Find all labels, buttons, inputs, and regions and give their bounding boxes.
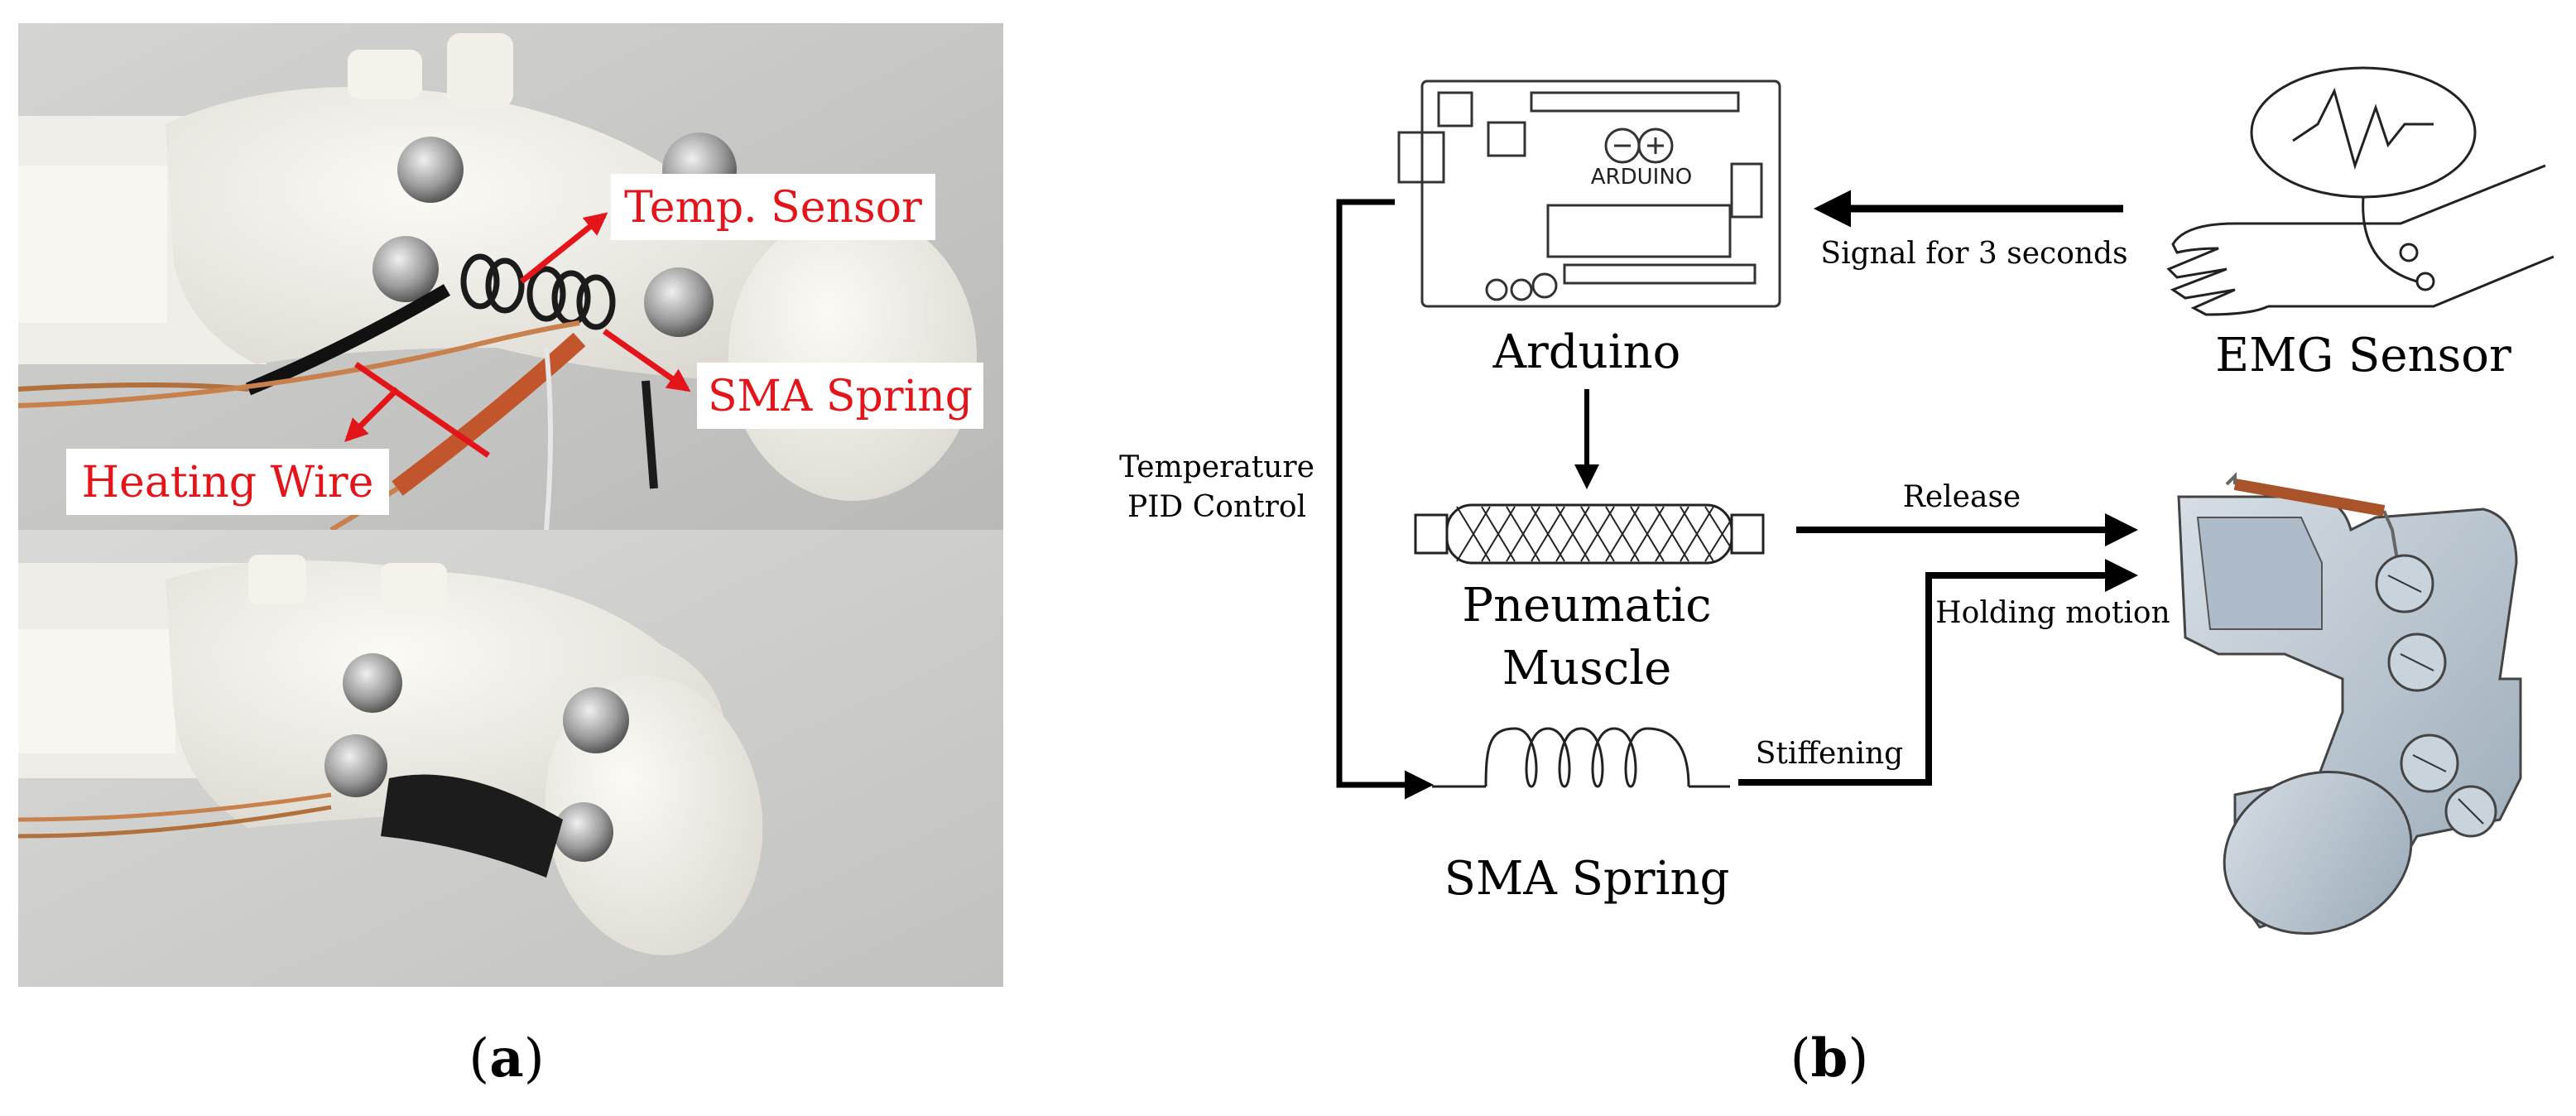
signal-label: Signal for 3 seconds — [1820, 237, 2127, 271]
top-clip — [248, 555, 306, 604]
heat-shrink-sleeve — [381, 774, 563, 878]
sma-spring-figure — [1432, 727, 1730, 788]
screw — [372, 236, 439, 302]
spring-coils — [1484, 727, 1690, 788]
label-text: Temp. Sensor — [624, 183, 922, 233]
label-emg-sensor: EMG Sensor — [2215, 329, 2511, 382]
electrode — [2399, 243, 2419, 262]
arduino-logo-plus — [1637, 127, 1674, 164]
top-clip-2 — [381, 563, 447, 613]
sma-spring-photo — [460, 253, 616, 330]
caption-b-letter: b — [1811, 1027, 1848, 1090]
label-sma-spring: SMA Spring — [697, 363, 983, 429]
pointer-heating-wire-bracket — [354, 362, 490, 458]
arduino-power-jack — [1487, 121, 1526, 157]
arduino-button — [1437, 91, 1473, 127]
caption-b: (b) — [1790, 1027, 1869, 1090]
electrode-wire — [2362, 196, 2418, 283]
red-sleeve — [392, 332, 586, 496]
arduino-icsp — [1730, 162, 1763, 219]
pid-label-line1: Temperature — [1119, 450, 1314, 484]
pointer-sma-spring — [602, 329, 691, 392]
label-heating-wire: Heating Wire — [66, 449, 389, 515]
emg-sensor-figure — [2166, 66, 2554, 316]
finger-base-face — [18, 166, 167, 323]
label-pneumatic-line1: Pneumatic — [1462, 579, 1711, 633]
label-sma-spring: SMA Spring — [1444, 852, 1730, 906]
label-text: SMA Spring — [708, 372, 973, 421]
pid-control-arrow — [1336, 199, 1434, 800]
arduino-usb — [1397, 131, 1445, 184]
pneumatic-muscle-figure — [1414, 503, 1765, 565]
label-pointers — [344, 212, 691, 458]
label-arduino: Arduino — [1492, 325, 1681, 379]
muscle-mesh — [1456, 506, 1731, 562]
pid-label-line2: PID Control — [1127, 490, 1306, 524]
cad-sma-spring — [2233, 479, 2386, 517]
label-box — [611, 174, 935, 240]
emg-signal-icon — [2292, 87, 2434, 170]
hand — [2166, 222, 2269, 316]
arduino-outline — [1420, 79, 1781, 308]
holding-arrow — [1738, 559, 2138, 786]
muscle-end-cap — [1730, 513, 1765, 555]
arduino-chip — [1546, 204, 1732, 258]
muscle-body — [1445, 503, 1733, 565]
screw — [397, 137, 464, 203]
cad-screw-slots — [2387, 575, 2484, 825]
screw — [563, 687, 629, 753]
copper-wire — [17, 792, 332, 822]
arduino-header-bottom — [1563, 263, 1757, 285]
top-photo: Temp. Sensor SMA Spring Heating Wire — [17, 23, 1003, 532]
pointer-temp-sensor — [519, 212, 608, 284]
arduino-header-top — [1530, 91, 1740, 113]
panel-a: Temp. Sensor SMA Spring Heating Wire — [17, 23, 1003, 1090]
label-box — [697, 363, 983, 429]
screw — [324, 734, 387, 797]
panel-b: ARDUINO Arduino EMG Sensor Signal for 3 … — [1119, 66, 2554, 1090]
pointer-heating-wire — [344, 387, 400, 442]
arduino-board-text: ARDUINO — [1591, 165, 1692, 190]
label-pneumatic-line2: Muscle — [1502, 642, 1672, 695]
caption-a: (a) — [469, 1027, 544, 1090]
emg-display — [2250, 66, 2477, 199]
sensor-lead — [642, 380, 658, 489]
muscle-end-cap — [1414, 513, 1449, 555]
copper-wire — [17, 320, 580, 408]
cad-finger-render — [2177, 472, 2522, 936]
release-label: Release — [1903, 480, 2021, 514]
electrode — [2415, 272, 2435, 291]
label-box — [66, 449, 389, 515]
stiffening-label: Stiffening — [1756, 737, 1903, 771]
copper-wire — [17, 805, 332, 839]
top-clip — [348, 50, 422, 99]
label-text: Heating Wire — [82, 458, 374, 507]
screw — [554, 802, 613, 862]
forearm — [2235, 164, 2554, 308]
fingertip — [728, 211, 977, 501]
sensor-lead — [544, 347, 553, 531]
top-clip-2 — [447, 33, 513, 108]
cad-proximal-link — [2196, 517, 2323, 630]
finger-base-face — [18, 629, 175, 753]
screw — [343, 653, 402, 713]
caption-a-letter: a — [489, 1027, 523, 1090]
arduino-board — [1397, 79, 1781, 308]
black-wire — [245, 284, 451, 396]
holding-label: Holding motion — [1935, 596, 2170, 630]
screw — [644, 267, 714, 337]
cad-fingertip — [2223, 770, 2413, 936]
bottom-photo — [17, 530, 1003, 987]
label-temp-sensor: Temp. Sensor — [611, 174, 935, 240]
